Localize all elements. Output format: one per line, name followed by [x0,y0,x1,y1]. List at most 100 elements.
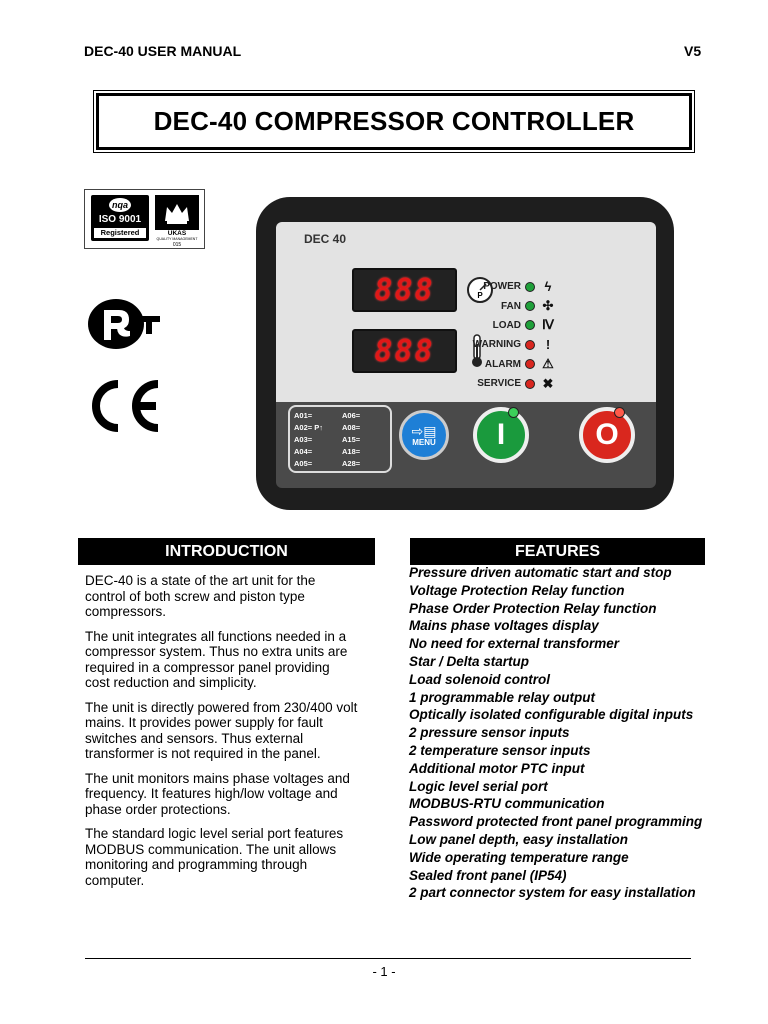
intro-line: The unit is directly powered from 230/40… [85,699,358,715]
iso-text: ISO 9001 [98,214,142,225]
page-title: DEC-40 COMPRESSOR CONTROLLER [153,106,635,136]
feature-item: 2 part connector system for easy install… [409,885,696,901]
feature-item: Optically isolated configurable digital … [409,707,694,723]
indicator-row: FAN ✣ [431,296,605,315]
alarm-code: A02= P↑ [294,423,323,432]
feature-item: No need for external transformer [409,636,620,652]
intro-line: compressor system. Thus no extra units a… [85,644,348,659]
feature-item: 1 programmable relay output [409,689,596,705]
indicator-label: FAN [501,300,521,312]
footer-rule [85,958,691,959]
start-button[interactable]: I [473,407,529,463]
menu-icon: ⇨▤ [411,422,437,439]
iso-ukas-logo: nqa ISO 9001 Registered UKAS QUALITY MAN… [84,189,205,249]
ukas-number: 015 [172,242,182,248]
intro-line: monitoring and programming through [85,857,308,872]
intro-line: control of both screw and piston type [85,588,305,604]
temperature-display-digits: 888 [374,333,435,369]
alarm-code-legend: A01=A06=A02= P↑A08=A03=A15=A04=A18=A05=A… [288,405,392,473]
indicator-label: ALARM [484,358,521,370]
indicator-led [525,301,535,312]
ce-mark [84,378,164,434]
pressure-gauge-icon: P [466,276,494,309]
intro-line: DEC-40 is a state of the art unit for th… [85,573,316,588]
intro-paragraph: The unit integrates all functions needed… [85,629,385,691]
intro-paragraph: The unit is directly powered from 230/40… [85,700,385,762]
feature-item: Low panel depth, easy installation [409,831,629,847]
indicator-label: LOAD [492,319,521,331]
indicator-led [525,320,535,331]
indicator-led [525,339,535,350]
indicator-symbol-icon: ! [545,337,551,353]
page-title-box: DEC-40 COMPRESSOR CONTROLLER [93,90,695,153]
alarm-code: A18= [342,447,361,456]
intro-line: mains. It provides power supply for faul… [85,715,323,730]
indicator-symbol-icon: ϟ [544,279,552,295]
intro-paragraph: The unit monitors mains phase voltages a… [85,771,385,818]
crown-icon [155,195,199,230]
intro-line: compressors. [85,604,167,619]
intro-line: phase order protections. [85,801,231,817]
iso-badge: nqa ISO 9001 Registered [91,195,149,241]
alarm-code: A01= [294,411,313,420]
feature-item: Password protected front panel programmi… [409,814,703,830]
feature-item: Mains phase voltages display [409,618,599,634]
indicator-label: WARNING [472,339,521,351]
intro-paragraph: The standard logic level serial port fea… [85,826,385,888]
features-heading: FEATURES [410,538,705,565]
indicator-symbol-icon: ⚠ [542,356,554,372]
feature-item: Star / Delta startup [409,653,530,669]
intro-line: computer. [85,872,145,888]
alarm-code: A08= [342,423,361,432]
indicator-row: ALARM ⚠ [431,355,605,374]
svg-text:P: P [477,291,483,300]
stop-button[interactable]: O [579,407,635,463]
registered-text: Registered [94,228,146,238]
indicator-symbol-icon: Ⅳ [542,317,554,333]
intro-line: The standard logic level serial port fea… [85,826,344,841]
gost-r-logo [86,296,162,352]
intro-paragraph: DEC-40 is a state of the art unit for th… [85,573,385,620]
page-number: - 1 - [372,964,396,979]
feature-item: 2 pressure sensor inputs [409,725,570,741]
feature-item: MODBUS-RTU communication [409,796,605,812]
nqa-mark: nqa [109,198,131,212]
feature-item: Load solenoid control [409,671,550,687]
feature-item: Wide operating temperature range [409,849,629,865]
feature-item: Pressure driven automatic start and stop [409,565,672,580]
feature-item: Voltage Protection Relay function [409,582,625,598]
indicator-row: LOAD Ⅳ [431,316,605,335]
alarm-code: A04= [294,447,313,456]
alarm-code: A05= [294,459,313,468]
controller-brand: DEC 40 [304,232,347,246]
indicator-symbol-icon: ✣ [542,298,554,314]
ukas-text: UKAS [167,230,187,237]
pressure-display-digits: 888 [374,272,435,308]
pressure-display: 888 [352,268,457,312]
introduction-text: DEC-40 is a state of the art unit for th… [85,573,385,897]
indicator-led [525,281,535,292]
intro-line: transformer is not required in the panel… [85,746,321,761]
stop-button-label: O [595,418,619,451]
intro-line: required in a compressor panel providing [85,659,330,675]
feature-item: 2 temperature sensor inputs [409,742,591,758]
stop-led [614,407,625,418]
intro-line: The unit integrates all functions needed… [85,628,347,644]
temperature-display: 888 [352,329,457,373]
indicator-label: SERVICE [477,378,521,390]
manual-title: DEC-40 USER MANUAL [84,43,242,59]
alarm-code: A15= [342,435,361,444]
menu-button[interactable]: ⇨▤ MENU [399,410,449,460]
alarm-code: A03= [294,435,313,444]
introduction-heading: INTRODUCTION [78,538,375,565]
intro-line: frequency. It features high/low voltage … [85,786,338,801]
intro-line: MODBUS communication. The unit allows [85,841,337,857]
intro-line: The unit monitors mains phase voltages a… [85,770,350,786]
intro-line: switches and sensors. Thus external [85,730,304,746]
ukas-sub-text: QUALITY MANAGEMENT [156,237,198,241]
indicator-row: WARNING! [431,335,605,354]
feature-item: Additional motor PTC input [409,760,585,776]
indicator-led [525,378,535,389]
